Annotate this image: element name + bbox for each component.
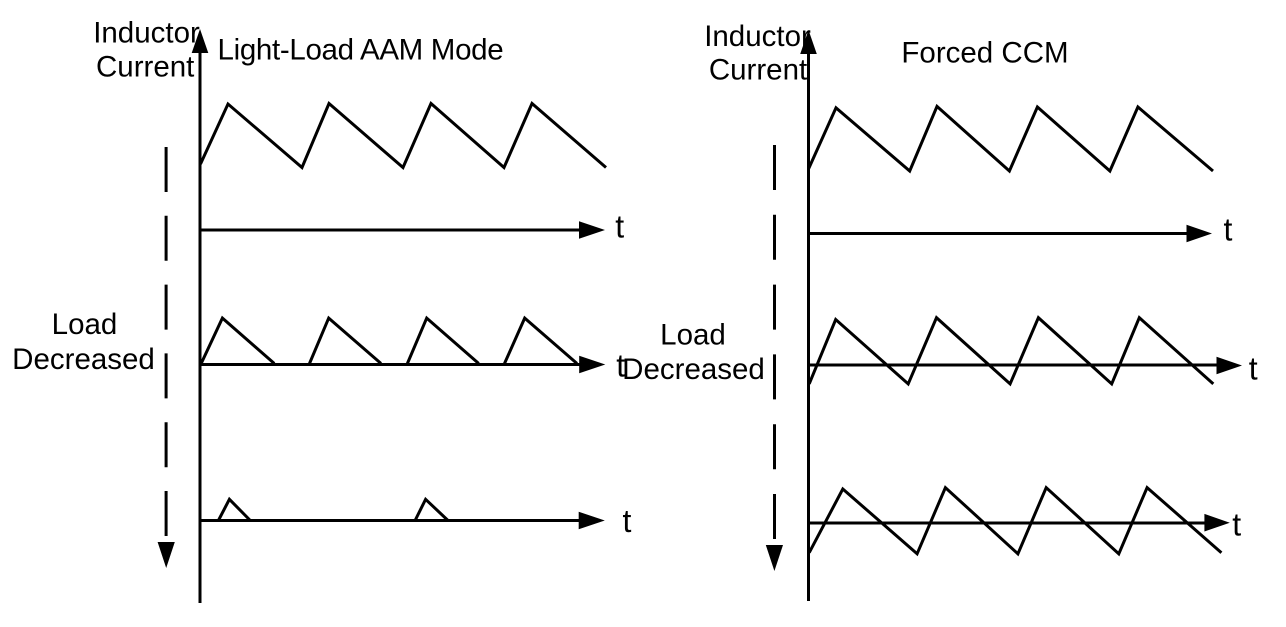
svg-text:t: t [623,503,632,539]
svg-text:Load: Load [660,318,726,351]
svg-text:t: t [1224,211,1233,247]
svg-text:t: t [616,348,625,384]
svg-text:Decreased: Decreased [622,353,765,386]
svg-text:Decreased: Decreased [12,343,155,376]
svg-text:t: t [1232,507,1241,543]
svg-text:Light-Load AAM Mode: Light-Load AAM Mode [218,34,504,67]
svg-text:Current: Current [96,51,194,84]
svg-text:Load: Load [52,308,118,341]
svg-text:Forced CCM: Forced CCM [901,37,1068,70]
svg-text:t: t [615,209,624,245]
svg-text:Inductor: Inductor [93,17,200,50]
svg-text:Current: Current [709,54,807,87]
svg-text:Inductor: Inductor [704,20,811,53]
svg-text:t: t [1249,350,1258,386]
